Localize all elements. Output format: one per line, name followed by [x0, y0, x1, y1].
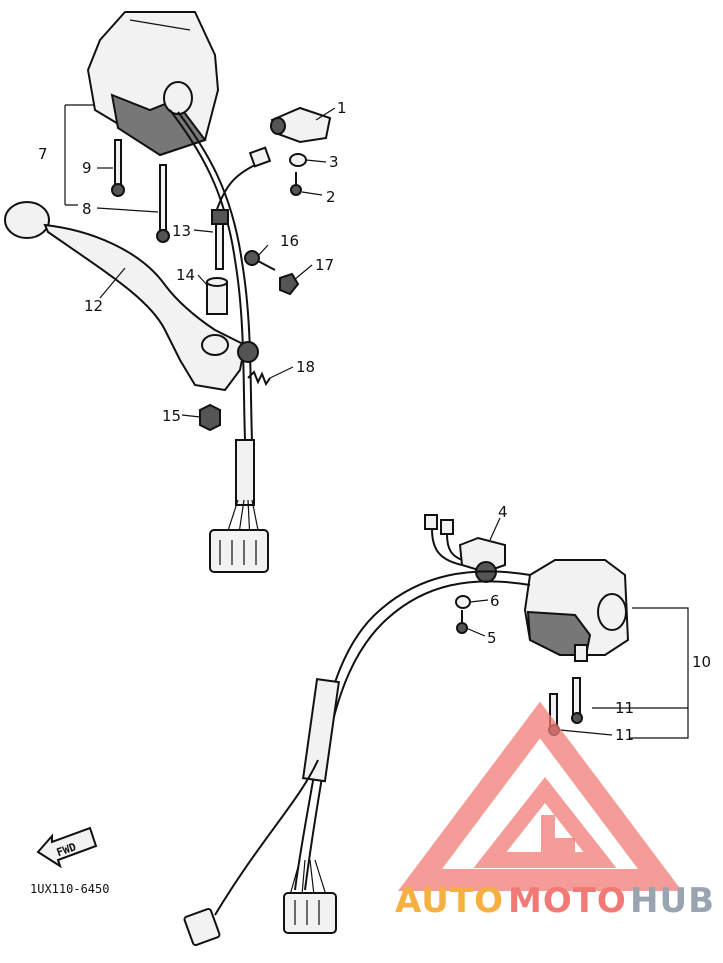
callout-5: 5 [487, 629, 497, 647]
right-switch-housing [523, 559, 630, 662]
wire-terminal [440, 519, 454, 535]
bracket-10 [592, 607, 689, 739]
callout-2: 2 [326, 188, 336, 206]
callout-17: 17 [315, 256, 334, 274]
part-4-switch [458, 536, 506, 583]
part-18-screw [247, 370, 271, 387]
part-16-bolt [244, 250, 276, 271]
callout-4: 4 [498, 503, 508, 521]
left-connector [209, 529, 269, 573]
callout-13: 13 [172, 222, 191, 240]
part-5-screw [456, 610, 468, 634]
callout-6: 6 [490, 592, 500, 610]
callout-11b: 11 [615, 726, 634, 744]
part-8-screw [156, 164, 170, 243]
callout-15: 15 [162, 407, 181, 425]
wire-terminal [248, 146, 272, 168]
part-12-lever [4, 201, 259, 392]
left-switch-housing [86, 11, 220, 157]
wire-terminal [424, 514, 438, 530]
callouts: 1 2 3 4 5 6 7 8 9 10 11 11 12 13 14 15 1… [38, 99, 711, 744]
callout-16: 16 [280, 232, 299, 250]
diagram-code: 1UX110-6450 [30, 882, 109, 896]
leader-lines [96, 107, 613, 736]
callout-8: 8 [82, 200, 92, 218]
callout-11a: 11 [615, 699, 634, 717]
fwd-arrow: FWD [36, 826, 98, 869]
right-connector-small [183, 907, 221, 947]
right-connector-main [283, 892, 337, 934]
part-11-screw [571, 677, 583, 724]
callout-7: 7 [38, 145, 48, 163]
watermark-moto: MOTO [508, 881, 627, 921]
cable-sleeve [235, 439, 255, 506]
right-switch-cable [294, 570, 531, 891]
callout-1: 1 [337, 99, 347, 117]
cable-sleeve [302, 677, 340, 783]
part-13-bolt [211, 209, 229, 270]
part-2-screw [290, 172, 302, 196]
callout-9: 9 [82, 159, 92, 177]
part-3-washer [289, 153, 307, 167]
bracket-7 [64, 104, 95, 206]
callout-10: 10 [692, 653, 711, 671]
watermark-hub: HUB [630, 881, 715, 921]
callout-12: 12 [84, 297, 103, 315]
watermark-text: AUTO MOTO HUB [395, 881, 715, 921]
part-1-switch [270, 106, 332, 144]
left-switch-cable [169, 109, 246, 441]
callout-14: 14 [176, 266, 195, 284]
part-6-washer [455, 595, 471, 609]
part-14-collar [206, 277, 228, 315]
watermark-auto: AUTO [395, 881, 504, 921]
part-15-nut [199, 403, 221, 432]
callout-18: 18 [296, 358, 315, 376]
watermark-logo [398, 701, 682, 891]
part-9-screw [111, 139, 125, 197]
callout-3: 3 [329, 153, 339, 171]
part-17-nut [279, 272, 300, 296]
